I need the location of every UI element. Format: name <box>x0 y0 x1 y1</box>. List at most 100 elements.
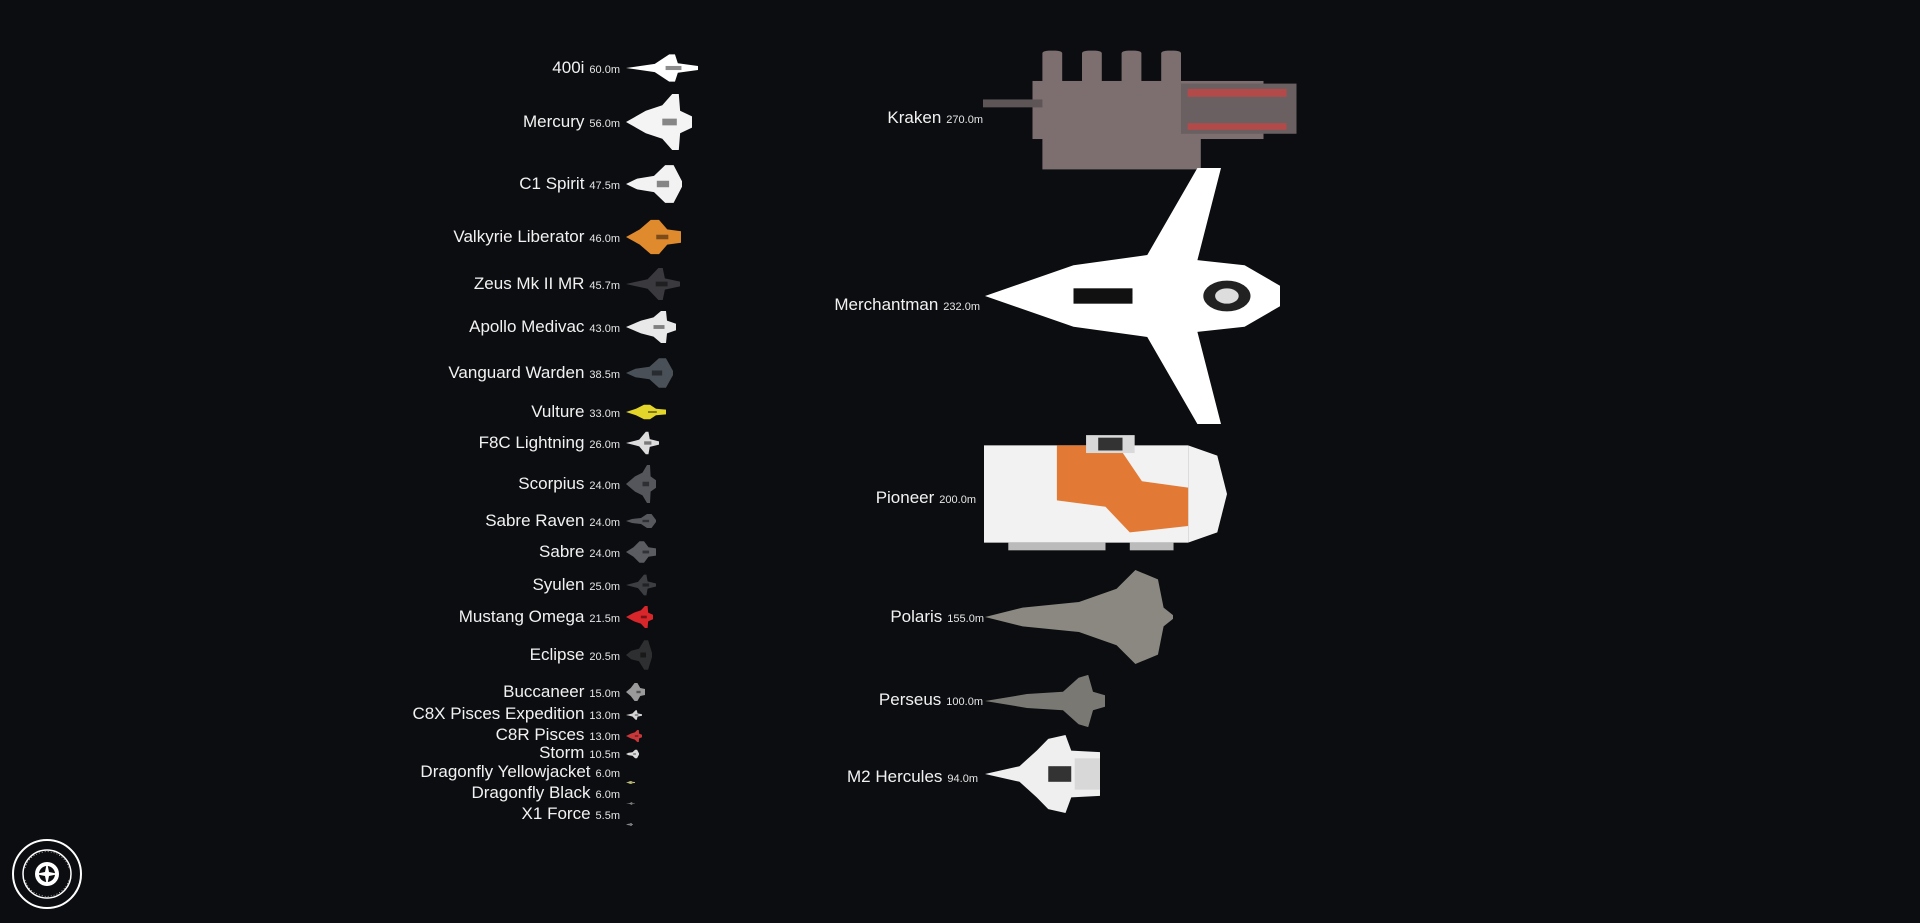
ship-apollo-icon <box>626 311 676 348</box>
ship-row: C8X Pisces Expedition 13.0m <box>300 699 620 729</box>
ship-name: C8X Pisces Expedition <box>412 704 585 723</box>
ship-length: 24.0m <box>589 548 620 560</box>
ship-vanguard-icon <box>626 352 673 399</box>
ship-name: X1 Force <box>521 804 591 823</box>
ship-length: 45.7m <box>589 280 620 292</box>
ship-label: Dragonfly Black 6.0m <box>471 783 620 803</box>
ship-label: X1 Force 5.5m <box>522 804 620 824</box>
ship-row: X1 Force 5.5m <box>300 799 620 829</box>
ship-row: Pioneer 200.0m <box>656 483 976 513</box>
ship-length: 60.0m <box>589 64 620 76</box>
ship-name: Vanguard Warden <box>448 363 585 382</box>
ship-name: Dragonfly Black <box>471 783 591 802</box>
ship-name: Storm <box>539 743 585 762</box>
ship-name: Mustang Omega <box>458 607 585 626</box>
ship-f8c-icon <box>626 429 659 462</box>
ship-length: 20.5m <box>589 651 620 663</box>
ship-mustang-omega-icon <box>626 606 653 633</box>
ship-length: 21.5m <box>589 613 620 625</box>
ship-length: 6.0m <box>595 789 620 801</box>
ship-length: 100.0m <box>946 696 983 708</box>
ship-length: 25.0m <box>589 581 620 593</box>
ship-label: Zeus Mk II MR 45.7m <box>474 274 620 294</box>
ship-name: C1 Spirit <box>519 174 585 193</box>
ship-length: 24.0m <box>589 480 620 492</box>
ship-label: Mustang Omega 21.5m <box>459 607 620 627</box>
ship-zeus-icon <box>626 264 680 309</box>
ship-length: 200.0m <box>939 494 976 506</box>
ship-label: Buccaneer 15.0m <box>503 682 620 702</box>
ship-c8r-pisces-icon <box>626 729 642 747</box>
ship-name: Buccaneer <box>503 682 585 701</box>
ship-length: 6.0m <box>595 768 620 780</box>
ship-length: 270.0m <box>946 114 983 126</box>
ship-row: Dragonfly Black 6.0m <box>300 778 620 808</box>
ship-length: 15.0m <box>589 688 620 700</box>
ship-name: Valkyrie Liberator <box>453 227 585 246</box>
ship-label: Apollo Medivac 43.0m <box>469 317 620 337</box>
ship-label: Merchantman 232.0m <box>834 295 980 315</box>
ship-name: Apollo Medivac <box>469 317 585 336</box>
ship-name: Polaris <box>890 607 943 626</box>
ship-length: 155.0m <box>947 613 984 625</box>
ship-name: Sabre Raven <box>485 511 585 530</box>
ship-row: Polaris 155.0m <box>664 602 984 632</box>
ship-sabre-icon <box>626 540 656 569</box>
ship-length: 46.0m <box>589 233 620 245</box>
ship-perseus-icon <box>985 672 1105 735</box>
ship-name: C8R Pisces <box>495 725 585 744</box>
ship-name: Mercury <box>523 112 585 131</box>
ship-name: M2 Hercules <box>847 767 943 786</box>
ship-dragonfly-yellowjacket-icon <box>626 771 635 789</box>
ship-length: 13.0m <box>589 710 620 722</box>
ship-name: Merchantman <box>834 295 939 314</box>
ship-pioneer-icon <box>984 430 1227 563</box>
ship-row: Apollo Medivac 43.0m <box>300 312 620 342</box>
ship-length: 5.5m <box>595 810 620 822</box>
ship-valkyrie-liberator-icon <box>626 218 681 261</box>
ship-merchantman-icon <box>985 168 1280 429</box>
ship-name: 400i <box>552 58 585 77</box>
ship-label: C8X Pisces Expedition 13.0m <box>412 704 620 724</box>
ship-label: Valkyrie Liberator 46.0m <box>453 227 620 247</box>
ship-label: Perseus 100.0m <box>879 690 983 710</box>
ship-name: Pioneer <box>875 488 935 507</box>
ship-row: Valkyrie Liberator 46.0m <box>300 222 620 252</box>
ship-row: Merchantman 232.0m <box>660 290 980 320</box>
ship-label: Kraken 270.0m <box>887 108 983 128</box>
ship-vulture-icon <box>626 404 666 425</box>
ship-c1-spirit-icon <box>626 157 682 216</box>
ship-length: 94.0m <box>947 773 978 785</box>
ship-length: 26.0m <box>589 439 620 451</box>
ship-row: 400i 60.0m <box>300 53 620 83</box>
ship-dragonfly-black-icon <box>626 792 635 810</box>
ship-row: Zeus Mk II MR 45.7m <box>300 269 620 299</box>
ship-syulen-icon <box>626 572 656 603</box>
ship-name: Perseus <box>878 690 942 709</box>
ship-length: 43.0m <box>589 323 620 335</box>
ship-name: Kraken <box>887 108 942 127</box>
ship-c8x-pisces-icon <box>626 708 642 726</box>
ship-name: Zeus Mk II MR <box>473 274 585 293</box>
ship-row: Perseus 100.0m <box>663 685 983 715</box>
ship-length: 232.0m <box>943 301 980 313</box>
